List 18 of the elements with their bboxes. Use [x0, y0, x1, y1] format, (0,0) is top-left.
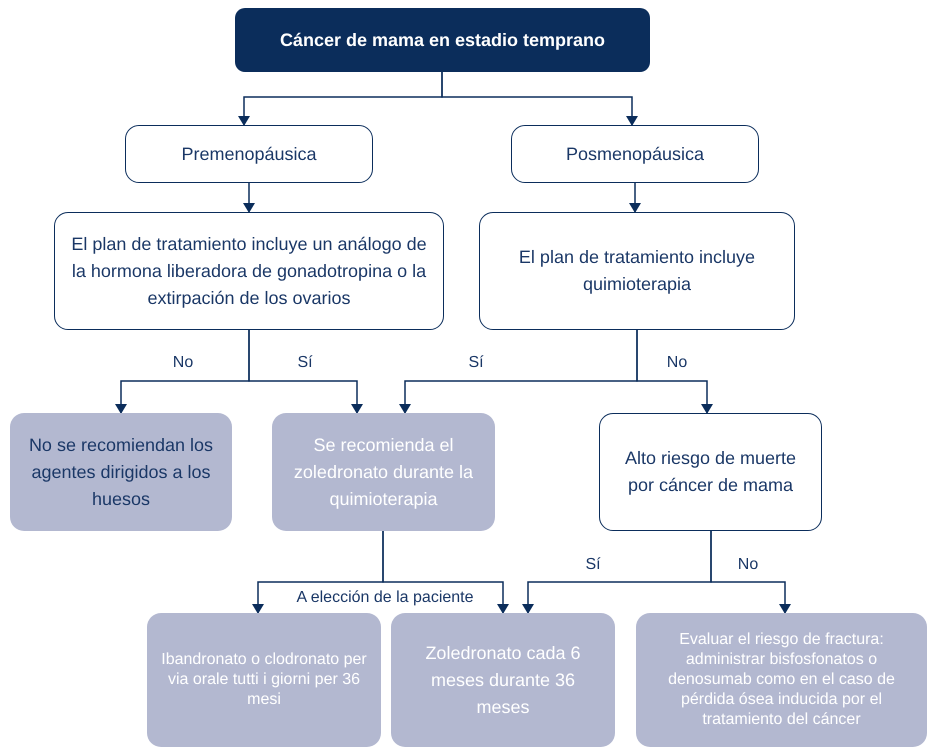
connector-arrow — [441, 72, 638, 126]
connector-arrow — [629, 183, 641, 213]
title-box: Cáncer de mama en estadio temprano — [235, 8, 650, 72]
process-box: Ibandronato o clodronato per via orale tutti i giorni per 36 mesi — [147, 613, 381, 747]
connector-arrow — [382, 531, 509, 614]
connector-arrow — [636, 330, 713, 414]
process-box: No se recomiendan los agentes dirigidos a los huesos — [10, 413, 232, 531]
process-box: El plan de tratamiento incluye quimioterapia — [479, 212, 795, 330]
connector-arrow — [243, 183, 255, 213]
connector-arrow — [248, 330, 363, 414]
process-box: Premenopáusica — [125, 125, 373, 183]
process-box: Zoledronato cada 6 meses durante 36 meses — [391, 613, 615, 747]
process-box: Posmenopáusica — [511, 125, 759, 183]
process-box: Evaluar el riesgo de fractura: administrar bisfosfonatos o denosumab como en el caso de pérdida ósea inducida por el tratamiento del cáncer — [636, 613, 927, 747]
process-box: El plan de tratamiento incluye un análogo de la hormona liberadora de gonadotropina o la extirpación de los ovarios — [54, 212, 444, 330]
connector-arrow — [710, 531, 791, 614]
process-box: Se recomienda el zoledronato durante la quimioterapia — [272, 413, 495, 531]
process-box: Alto riesgo de muerte por cáncer de mama — [599, 413, 822, 531]
